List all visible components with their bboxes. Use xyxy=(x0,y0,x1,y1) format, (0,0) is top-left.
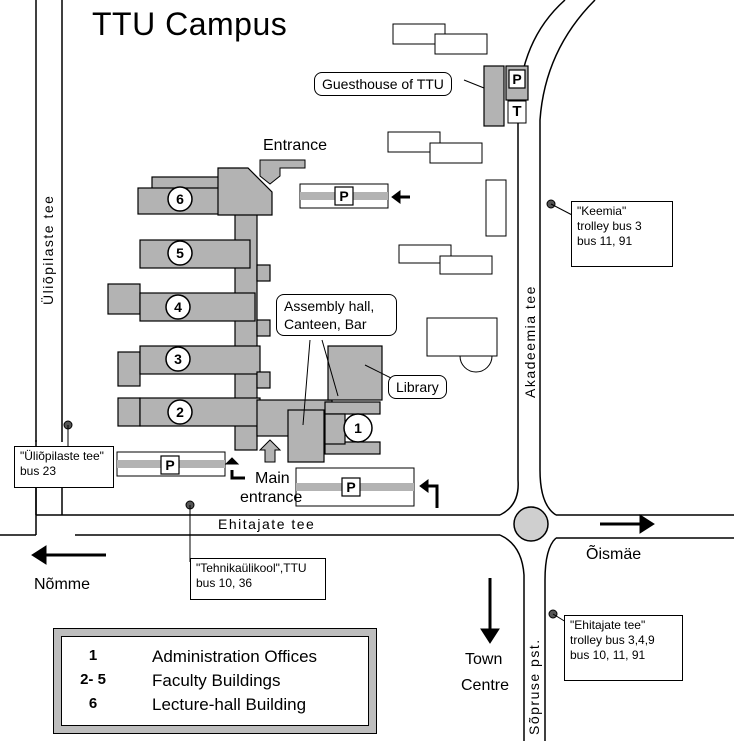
main-entrance-arrow xyxy=(258,439,282,463)
building-2-number[interactable]: 2 xyxy=(176,404,184,420)
guesthouse-building xyxy=(483,65,529,127)
callout-pointers xyxy=(302,79,485,426)
building-6-number[interactable]: 6 xyxy=(176,191,184,207)
building-1-marker xyxy=(343,413,373,443)
legend-key: 1 xyxy=(88,647,98,664)
town-centre-arrow xyxy=(480,628,500,644)
legend-key: 6 xyxy=(88,695,98,712)
parking-main-icon: P xyxy=(346,479,356,495)
assembly-hall-label[interactable]: Assembly hall, Canteen, Bar xyxy=(276,294,397,336)
building-4-number[interactable]: 4 xyxy=(174,299,182,315)
ehitajate-road-label: Ehitajate tee xyxy=(218,516,316,532)
parking-guesthouse-icon: P xyxy=(512,71,522,87)
map-title: TTU Campus xyxy=(92,6,288,42)
outlined-buildings xyxy=(387,23,507,373)
entrance-arrow xyxy=(259,159,306,185)
library-label[interactable]: Library xyxy=(388,375,447,399)
uliopilaste-road-label: Üliõpilaste tee xyxy=(40,194,56,305)
parking-sign-boxes xyxy=(160,186,361,497)
sopruse-road-west-edge xyxy=(499,534,525,741)
building-3-marker xyxy=(165,346,191,372)
legend-value: Lecture-hall Building xyxy=(152,695,307,714)
oismae-direction-label: Õismäe xyxy=(586,546,642,563)
ehitajate-stop-info[interactable]: "Ehitajate tee" trolley bus 3,4,9 bus 10… xyxy=(564,615,683,681)
oismae-arrow xyxy=(639,514,655,534)
town-centre-label-line1: Town xyxy=(465,651,503,668)
parking-north-icon: P xyxy=(339,188,349,204)
entrance-label[interactable]: Entrance xyxy=(263,137,328,154)
building-5-number[interactable]: 5 xyxy=(176,245,184,261)
town-centre-label-line2: Centre xyxy=(461,677,510,694)
legend-inner: 1 Administration Offices 2- 5 Faculty Bu… xyxy=(61,636,369,726)
sopruse-road-east-edge xyxy=(544,537,557,741)
main-entrance-label-line2[interactable]: entrance xyxy=(240,489,303,506)
building-2-marker xyxy=(167,399,193,425)
arrows xyxy=(31,100,655,644)
tehnikaulikool-stop-info[interactable]: "Tehnikaülikool",TTU bus 10, 36 xyxy=(190,558,326,600)
main-entrance-label-line1[interactable]: Main xyxy=(255,470,290,487)
tram-stop-icon: T xyxy=(512,103,522,120)
building-5-marker xyxy=(167,240,193,266)
building-6-marker xyxy=(167,186,193,212)
building-3-number[interactable]: 3 xyxy=(174,351,182,367)
legend: 1 Administration Offices 2- 5 Faculty Bu… xyxy=(53,628,377,734)
legend-value: Administration Offices xyxy=(152,647,318,666)
bus-stops xyxy=(63,199,575,623)
guesthouse-label[interactable]: Guesthouse of TTU xyxy=(314,72,452,96)
nomme-direction-label: Nõmme xyxy=(34,576,91,593)
legend-value: Faculty Buildings xyxy=(152,671,281,690)
building-4-marker xyxy=(165,294,191,320)
building-1-number[interactable]: 1 xyxy=(354,420,362,436)
akadeemia-road-east-edge xyxy=(539,0,596,516)
roundabout xyxy=(513,506,549,542)
parking-west-icon: P xyxy=(165,457,175,473)
keemia-stop-info[interactable]: "Keemia" trolley bus 3 bus 11, 91 xyxy=(571,201,673,267)
building-markers xyxy=(165,186,373,443)
legend-key: 2- 5 xyxy=(80,671,106,688)
sopruse-road-label: Sõpruse pst. xyxy=(526,638,542,735)
uliopilaste-stop-info[interactable]: "Üliõpilaste tee" bus 23 xyxy=(14,446,114,488)
akadeemia-road-label: Akadeemia tee xyxy=(522,285,538,398)
nomme-arrow xyxy=(31,545,47,565)
